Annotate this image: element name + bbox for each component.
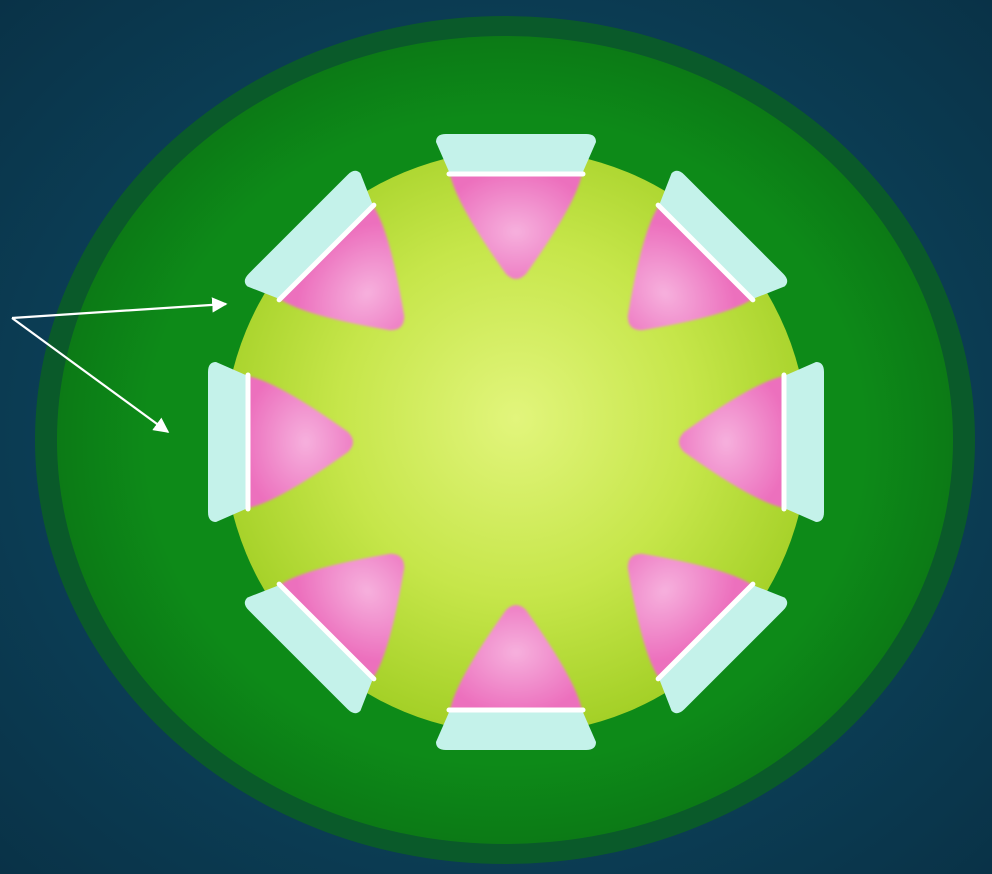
phloem: [436, 134, 596, 174]
phloem: [208, 362, 248, 522]
phloem: [436, 710, 596, 750]
phloem: [784, 362, 824, 522]
